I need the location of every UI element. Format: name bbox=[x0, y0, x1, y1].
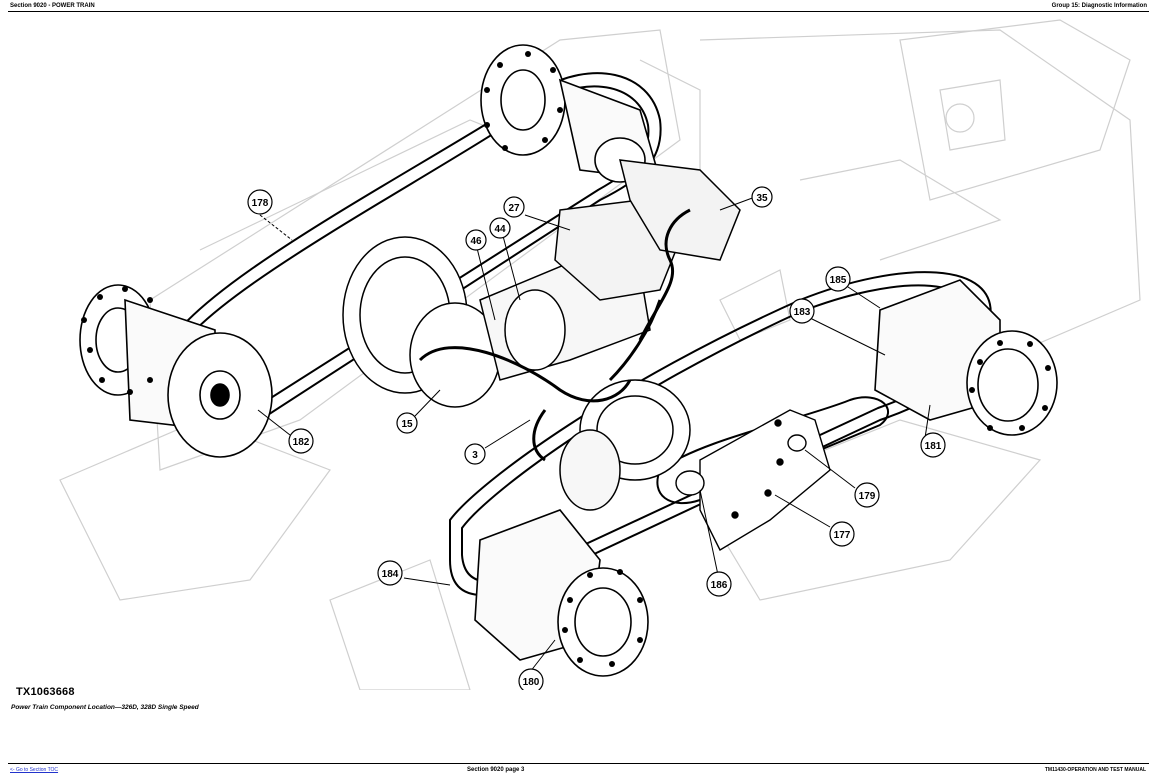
right-hub-bolts bbox=[969, 340, 1051, 431]
callout-35: 35 bbox=[751, 186, 773, 208]
callout-184: 184 bbox=[377, 560, 403, 586]
callout-label: 35 bbox=[756, 193, 768, 204]
page-header: Section 9020 - POWER TRAIN Group 15: Dia… bbox=[0, 0, 1155, 14]
bottom-hub-bolts bbox=[562, 569, 643, 667]
callout-label: 181 bbox=[925, 441, 942, 452]
left-hub-bolts bbox=[81, 286, 153, 395]
callout-178: 178 bbox=[247, 189, 273, 215]
hydraulic-hoses bbox=[418, 208, 691, 462]
callout-label: 185 bbox=[830, 275, 847, 286]
callout-label: 27 bbox=[508, 203, 520, 214]
header-divider bbox=[8, 11, 1149, 12]
section-title: Section 9020 - POWER TRAIN bbox=[10, 3, 95, 9]
figure-caption: Power Train Component Location—326D, 328… bbox=[11, 704, 199, 711]
power-train-illustration: 178 27 35 46 44 185 183 182 15 3 181 bbox=[59, 19, 1141, 690]
drive-motor-assembly bbox=[342, 159, 741, 511]
callout-181: 181 bbox=[920, 432, 946, 458]
top-hub-bolts bbox=[484, 51, 563, 151]
figure-id: TX1063668 bbox=[16, 686, 75, 698]
callout-46: 46 bbox=[465, 229, 487, 251]
callout-label: 44 bbox=[494, 224, 506, 235]
callout-186: 186 bbox=[706, 571, 732, 597]
callout-44: 44 bbox=[489, 217, 511, 239]
callout-label: 179 bbox=[859, 491, 876, 502]
callout-label: 15 bbox=[401, 419, 413, 430]
footer-divider bbox=[8, 763, 1149, 764]
callout-label: 184 bbox=[382, 569, 399, 580]
callout-label: 46 bbox=[470, 236, 482, 247]
idler-plate bbox=[675, 409, 831, 551]
section-toc-link[interactable]: <- Go to Section TOC bbox=[10, 767, 59, 773]
top-axle-hub bbox=[480, 44, 662, 183]
callout-label: 183 bbox=[794, 307, 811, 318]
bottom-axle-hub bbox=[474, 509, 649, 677]
right-axle-hub bbox=[874, 279, 1058, 436]
callout-3: 3 bbox=[464, 443, 486, 465]
callout-179: 179 bbox=[854, 482, 880, 508]
callout-label: 186 bbox=[711, 580, 728, 591]
callout-183: 183 bbox=[789, 298, 815, 324]
callout-180: 180 bbox=[518, 668, 544, 690]
manual-title: TM11430-OPERATION AND TEST MANUAL bbox=[1044, 767, 1146, 773]
callout-27: 27 bbox=[503, 196, 525, 218]
callout-label: 178 bbox=[252, 198, 269, 209]
callout-label: 177 bbox=[834, 530, 851, 541]
group-title: Group 15: Diagnostic Information bbox=[1051, 3, 1147, 9]
leader-lines bbox=[257, 196, 931, 673]
callout-177: 177 bbox=[829, 521, 855, 547]
callout-label: 3 bbox=[472, 450, 478, 461]
callout-label: 180 bbox=[523, 677, 540, 688]
callout-15: 15 bbox=[396, 412, 418, 434]
left-axle-hub bbox=[79, 284, 273, 458]
callout-185: 185 bbox=[825, 266, 851, 292]
callout-182: 182 bbox=[288, 428, 314, 454]
callout-label: 182 bbox=[293, 437, 310, 448]
page-number: Section 9020 page 3 bbox=[467, 767, 525, 773]
